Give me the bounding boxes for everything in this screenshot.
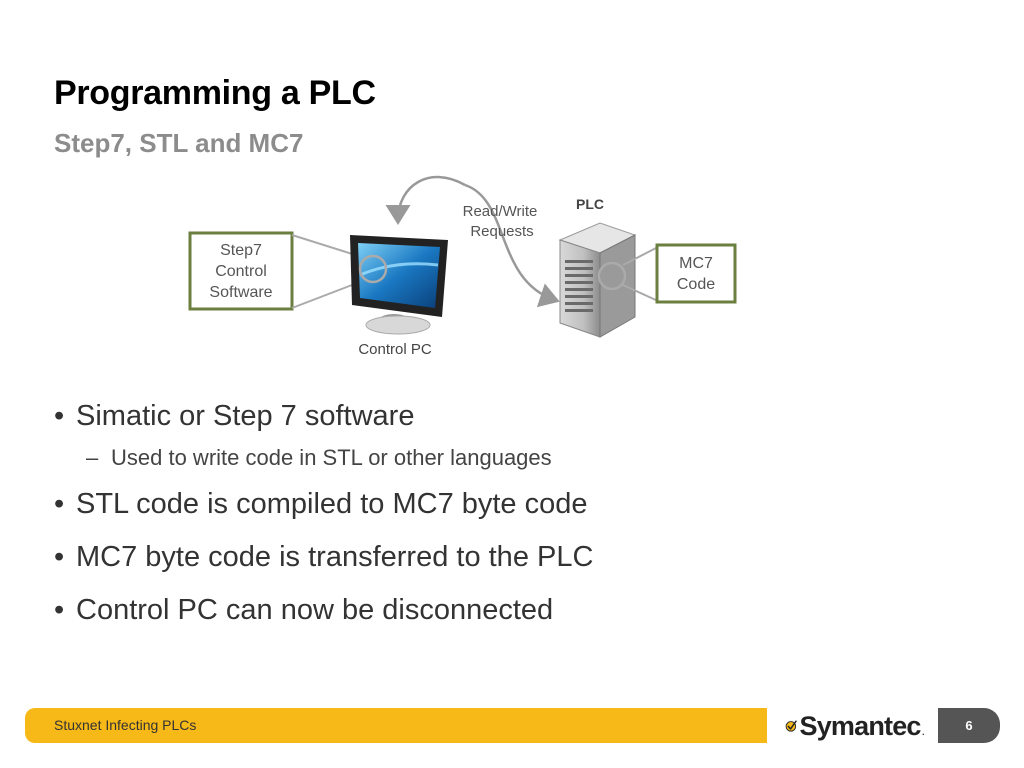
brand-mark: .: [921, 724, 925, 738]
plc-label: PLC: [576, 196, 604, 212]
left-box-line-3: Software: [209, 284, 272, 301]
footer-title: Stuxnet Infecting PLCs: [54, 717, 197, 733]
server-icon: [558, 222, 637, 338]
checkmark-logo-icon: [785, 720, 797, 732]
plc-diagram: Step7 Control Software Control PC Read/W…: [188, 175, 737, 358]
arrow-label-line-2: Requests: [470, 223, 533, 240]
control-pc-label: Control PC: [358, 341, 432, 358]
bullet-item: •STL code is compiled to MC7 byte code: [54, 488, 588, 520]
step7-control-software-box: Step7 Control Software: [188, 231, 294, 311]
bullet-item: •Control PC can now be disconnected: [54, 594, 554, 626]
right-box-line-1: MC7: [679, 255, 713, 272]
bullet-list: •Simatic or Step 7 software –Used to wri…: [54, 398, 954, 645]
bullet-item: •MC7 byte code is transferred to the PLC: [54, 541, 594, 573]
footer-bar: [25, 708, 767, 743]
monitor-icon: [350, 235, 448, 335]
slide-title: Programming a PLC: [54, 74, 376, 112]
slide-subtitle: Step7, STL and MC7: [54, 128, 304, 158]
symantec-logo: Symantec .: [785, 706, 925, 746]
brand-name: Symantec: [799, 710, 921, 741]
sub-bullet-item: –Used to write code in STL or other lang…: [86, 445, 552, 470]
page-number: 6: [938, 708, 1000, 743]
left-box-line-2: Control: [215, 263, 267, 280]
bullet-item: •Simatic or Step 7 software: [54, 400, 415, 432]
mc7-code-box: MC7 Code: [655, 243, 737, 304]
arrow-label-line-1: Read/Write: [463, 203, 538, 220]
right-box-line-2: Code: [677, 276, 715, 293]
left-box-line-1: Step7: [220, 242, 262, 259]
